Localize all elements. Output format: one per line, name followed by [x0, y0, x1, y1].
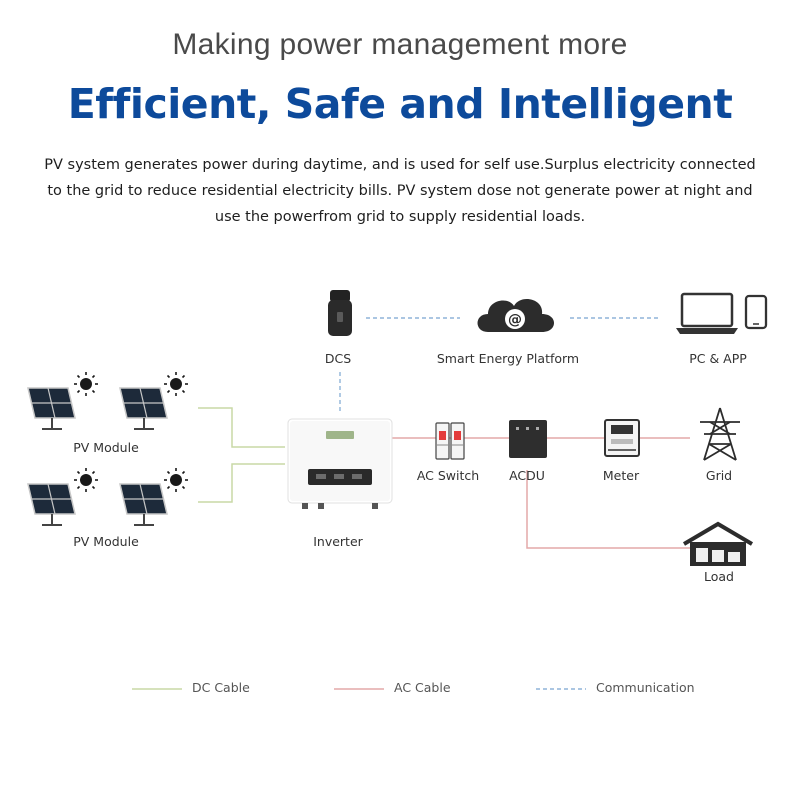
sun-icon [164, 468, 188, 492]
grid-label: Grid [705, 468, 733, 483]
page-headline: Efficient, Safe and Intelligent [67, 80, 733, 128]
ac-switch-icon [435, 422, 465, 460]
dcs-label: DCS [324, 351, 352, 366]
page-heading: Making power management more [172, 28, 628, 61]
smart-energy-platform-label: Smart Energy Platform [436, 351, 580, 366]
transmission-tower-icon [700, 407, 740, 461]
ac-switch-label: AC Switch [416, 468, 480, 483]
dc-cable-line-2 [198, 463, 285, 503]
description-text: PV system generates power during daytime… [44, 157, 756, 225]
legend-communication: Communication [596, 680, 695, 695]
solar-panel-icon [119, 483, 168, 526]
acdu-label: ACDU [509, 468, 545, 483]
pv-module-label: PV Module [73, 440, 139, 455]
inverter-label: Inverter [313, 534, 363, 549]
meter-label: Meter [602, 468, 640, 483]
meter-icon [604, 419, 640, 457]
cloud-at-symbol: @ [508, 312, 522, 328]
ac-cable-load [526, 470, 690, 549]
pc-app-label: PC & APP [689, 351, 747, 366]
pv-module-label: PV Module [73, 534, 139, 549]
legend-ac-cable: AC Cable [394, 680, 451, 695]
solar-panel-icon [27, 483, 76, 526]
inverter-device-icon [287, 418, 393, 509]
dc-cable-line-1 [198, 407, 285, 448]
solar-panel-icon [27, 387, 76, 430]
legend-dc-cable: DC Cable [192, 680, 250, 695]
solar-panel-icon [119, 387, 168, 430]
load-label: Load [704, 569, 734, 584]
sun-icon [74, 468, 98, 492]
communication-lines [339, 317, 660, 412]
dcs-device-icon [328, 290, 352, 336]
sun-icon [164, 372, 188, 396]
laptop-icon [676, 292, 738, 334]
sun-icon [74, 372, 98, 396]
house-load-icon [682, 521, 754, 566]
acdu-box-icon [509, 420, 547, 458]
cloud-icon: @ [477, 299, 554, 332]
dc-cables [198, 407, 285, 503]
phone-icon [744, 294, 768, 330]
